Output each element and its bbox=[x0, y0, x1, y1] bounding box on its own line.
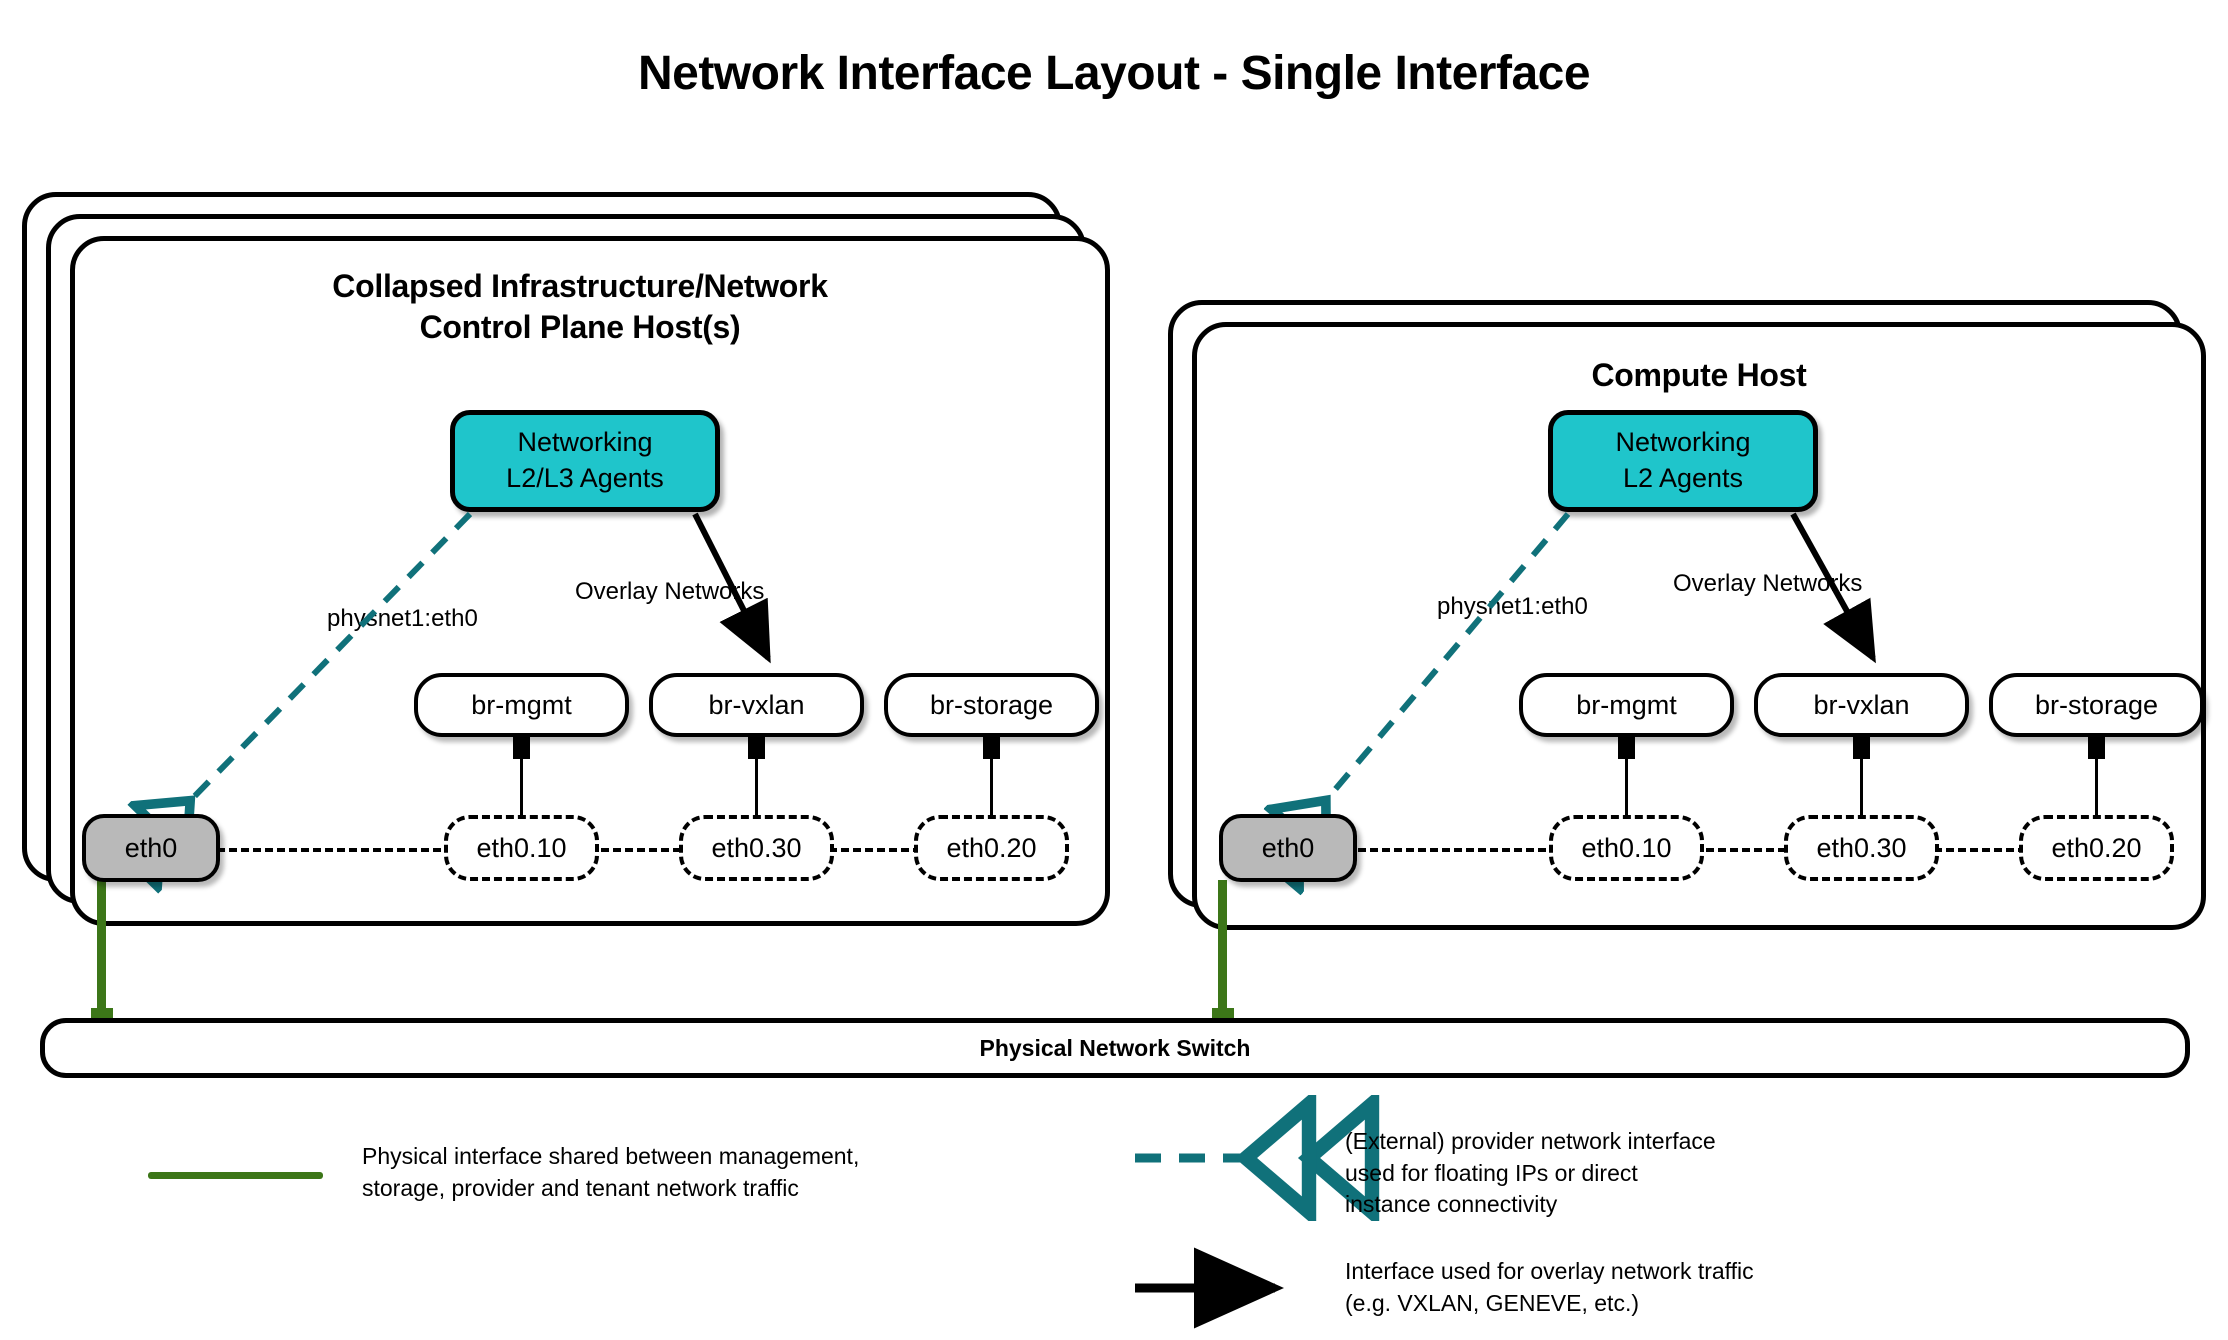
bridge-vlan-link bbox=[1860, 735, 1863, 823]
bridge-vlan-link bbox=[2095, 735, 2098, 823]
vlan-box-eth0-10-compute[interactable]: eth0.10 bbox=[1549, 815, 1704, 881]
page-title: Network Interface Layout - Single Interf… bbox=[637, 47, 1591, 100]
overlay-edge-label-control-plane: Overlay Networks bbox=[575, 578, 765, 605]
vlan-box-eth0-20-control-plane[interactable]: eth0.20 bbox=[914, 815, 1069, 881]
bridge-box-br-vxlan-compute[interactable]: br-vxlan bbox=[1754, 673, 1969, 737]
overlay-edge-label-compute: Overlay Networks bbox=[1673, 570, 1863, 597]
vlan-box-eth0-30-control-plane[interactable]: eth0.30 bbox=[679, 815, 834, 881]
bridge-vlan-link bbox=[520, 735, 523, 823]
nic-box-eth0-compute[interactable]: eth0 bbox=[1219, 814, 1357, 882]
switch-label: Physical Network Switch bbox=[979, 1034, 1251, 1061]
nic-box-eth0-control-plane[interactable]: eth0 bbox=[82, 814, 220, 882]
vlan-box-eth0-10-control-plane[interactable]: eth0.10 bbox=[444, 815, 599, 881]
host-title-control-plane: Collapsed Infrastructure/Network Control… bbox=[332, 268, 828, 345]
bridge-box-br-storage-control-plane[interactable]: br-storage bbox=[884, 673, 1099, 737]
legend-overlay-text: Interface used for overlay network traff… bbox=[1345, 1258, 1754, 1316]
legend-provider-text: (External) provider network interface us… bbox=[1345, 1128, 1716, 1218]
vlan-box-eth0-30-compute[interactable]: eth0.30 bbox=[1784, 815, 1939, 881]
physical-trunk-line-compute bbox=[1218, 880, 1227, 1019]
vlan-trunk-line-compute bbox=[1310, 848, 2170, 852]
bridge-vlan-link bbox=[755, 735, 758, 823]
bridge-vlan-link bbox=[990, 735, 993, 823]
legend-physical-marker bbox=[148, 1172, 323, 1179]
provider-edge-label-control-plane: physnet1:eth0 bbox=[327, 605, 478, 632]
bridge-vlan-link bbox=[1625, 735, 1628, 823]
provider-edge-label-compute: physnet1:eth0 bbox=[1437, 593, 1588, 620]
vlan-box-eth0-20-compute[interactable]: eth0.20 bbox=[2019, 815, 2174, 881]
bridge-box-br-vxlan-control-plane[interactable]: br-vxlan bbox=[649, 673, 864, 737]
host-title-compute: Compute Host bbox=[1591, 357, 1807, 393]
agents-box-compute[interactable]: Networking L2 Agents bbox=[1548, 410, 1818, 512]
physical-network-switch[interactable]: Physical Network Switch bbox=[40, 1018, 2190, 1078]
physical-trunk-line-control-plane bbox=[97, 880, 106, 1019]
bridge-box-br-mgmt-control-plane[interactable]: br-mgmt bbox=[414, 673, 629, 737]
bridge-box-br-mgmt-compute[interactable]: br-mgmt bbox=[1519, 673, 1734, 737]
legend-physical-text: Physical interface shared between manage… bbox=[362, 1143, 860, 1201]
bridge-box-br-storage-compute[interactable]: br-storage bbox=[1989, 673, 2204, 737]
agents-box-control-plane[interactable]: Networking L2/L3 Agents bbox=[450, 410, 720, 512]
vlan-trunk-line-control-plane bbox=[205, 848, 1065, 852]
